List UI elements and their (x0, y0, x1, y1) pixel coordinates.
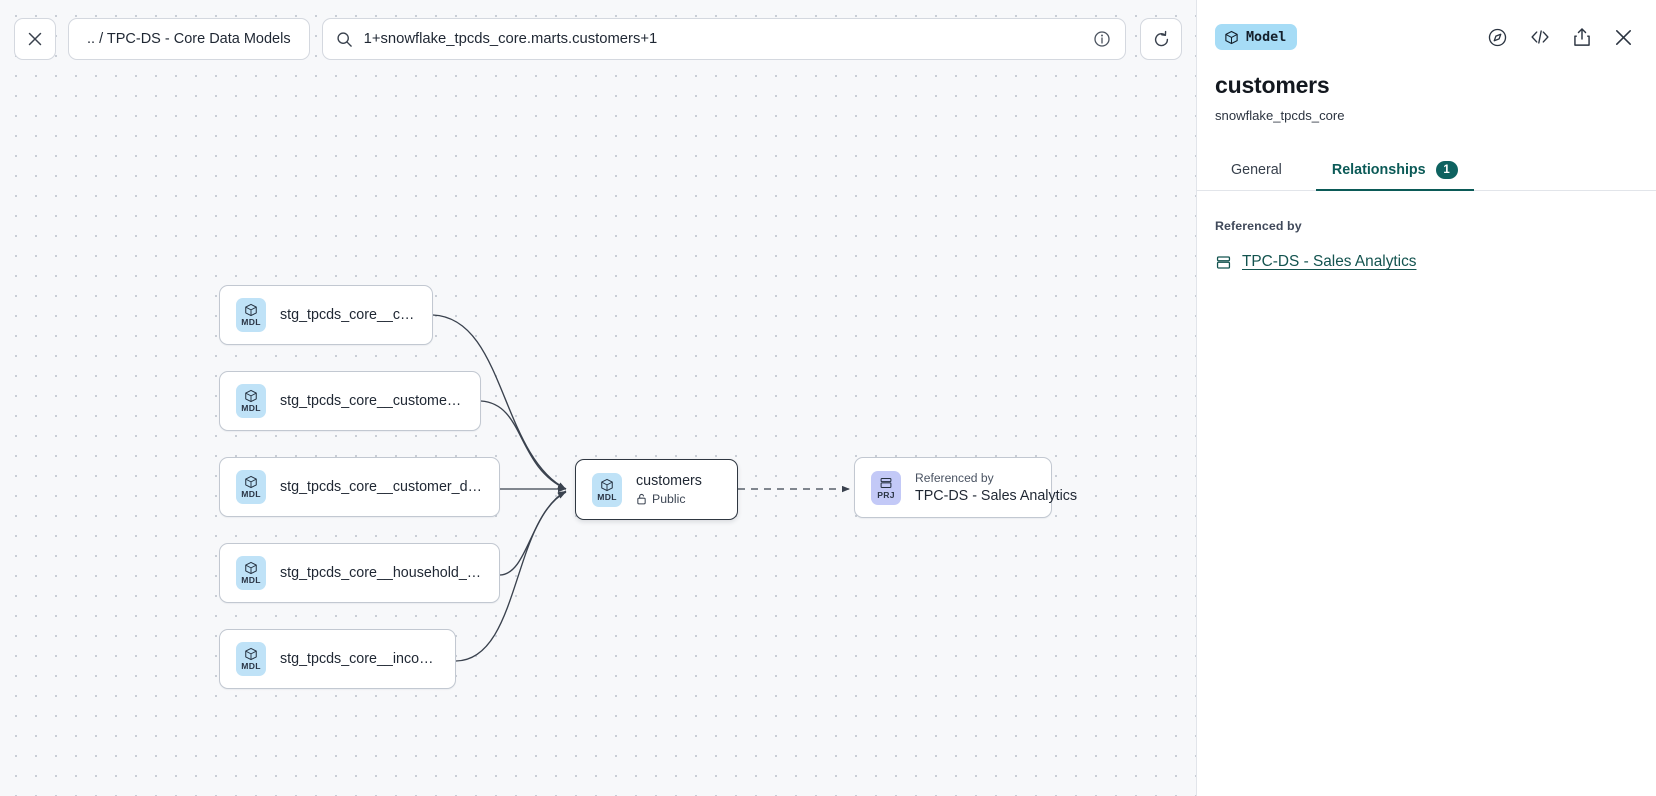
tab-label: General (1231, 162, 1282, 178)
model-type-badge: MDL (236, 384, 266, 418)
model-type-badge: MDL (592, 472, 622, 507)
close-panel-button[interactable] (1613, 27, 1634, 48)
section-label-referenced-by: Referenced by (1215, 219, 1302, 233)
details-panel: Model (1196, 0, 1656, 796)
model-type-badge: MDL (236, 642, 266, 676)
cube-icon (245, 389, 257, 403)
graph-node-project[interactable]: PRJ Referenced by TPC-DS - Sales Analyti… (854, 457, 1078, 518)
panel-body: Referenced by TPC-DS - Sales Analytics (1197, 191, 1656, 271)
graph-node[interactable]: MDL stg_tpcds_core__customer (219, 285, 433, 345)
explore-compass-icon (1488, 28, 1507, 46)
kind-badge: Model (1215, 24, 1298, 50)
model-type-badge: MDL (236, 556, 266, 590)
access-label: Public (652, 492, 686, 506)
cube-icon (245, 475, 257, 489)
cube-icon (601, 478, 613, 491)
share-upload-icon (1574, 27, 1590, 46)
page-title: customers (1215, 72, 1330, 98)
project-stack-icon (880, 477, 892, 488)
node-text-stack: Referenced by TPC-DS - Sales Analytics (915, 471, 1078, 504)
code-button[interactable] (1529, 27, 1551, 47)
badge-text: MDL (241, 489, 261, 499)
breadcrumb[interactable]: .. / TPC-DS - Core Data Models (68, 18, 310, 60)
tab-label: Relationships (1331, 162, 1426, 178)
badge-text: MDL (241, 661, 261, 671)
cube-icon (245, 647, 257, 661)
badge-text: MDL (241, 403, 261, 413)
search-icon (337, 31, 352, 47)
reference-link[interactable]: TPC-DS - Sales Analytics (1242, 253, 1417, 270)
graph-node-title: TPC-DS - Sales Analytics (915, 488, 1078, 504)
panel-actions (1487, 27, 1634, 48)
explore-button[interactable] (1487, 27, 1508, 48)
close-x-icon (28, 32, 42, 46)
cube-icon (245, 303, 257, 317)
refresh-icon (1154, 30, 1168, 46)
lineage-toolbar: .. / TPC-DS - Core Data Models 1+snowfla… (0, 0, 1196, 78)
tab-general[interactable]: General (1215, 151, 1298, 191)
lineage-canvas[interactable]: .. / TPC-DS - Core Data Models 1+snowfla… (0, 0, 1196, 796)
graph-node[interactable]: MDL stg_tpcds_core__income_band (219, 629, 456, 689)
model-type-badge: MDL (236, 470, 266, 504)
node-text-stack: customers Public (636, 473, 702, 506)
project-type-badge: PRJ (871, 470, 901, 505)
graph-node-label: stg_tpcds_core__income_band (280, 651, 439, 667)
reference-item[interactable]: TPC-DS - Sales Analytics (1215, 253, 1638, 271)
panel-subtitle: snowflake_tpcds_core (1215, 108, 1345, 123)
graph-node-title: customers (636, 473, 702, 489)
graph-node[interactable]: MDL stg_tpcds_core__household_demogr… (219, 543, 500, 603)
badge-text: MDL (597, 491, 617, 502)
refresh-button[interactable] (1140, 18, 1182, 60)
kind-badge-label: Model (1246, 29, 1287, 45)
badge-text: PRJ (877, 489, 895, 500)
graph-node-selected[interactable]: MDL customers Public (575, 459, 738, 520)
unlock-icon (637, 493, 646, 505)
lineage-search-box[interactable]: 1+snowflake_tpcds_core.marts.customers+1 (321, 18, 1126, 60)
model-type-badge: MDL (236, 298, 266, 332)
graph-node-relation: Referenced by (915, 471, 994, 485)
tab-count-badge: 1 (1435, 161, 1458, 179)
tab-relationships[interactable]: Relationships 1 (1315, 151, 1474, 191)
info-circle-icon[interactable] (1093, 30, 1111, 48)
project-stack-icon (1216, 255, 1231, 269)
badge-text: MDL (241, 575, 261, 585)
graph-node[interactable]: MDL stg_tpcds_core__customer_address (219, 371, 481, 431)
share-button[interactable] (1572, 27, 1592, 48)
cube-icon (245, 561, 257, 575)
graph-node-label: stg_tpcds_core__customer_demogra… (280, 479, 483, 495)
code-icon (1531, 30, 1549, 44)
graph-node-label: stg_tpcds_core__household_demogr… (280, 565, 483, 581)
close-x-icon (1615, 29, 1632, 45)
lineage-edges (432, 314, 850, 662)
close-graph-button[interactable] (14, 18, 56, 60)
panel-header: Model (1197, 0, 1656, 58)
graph-node-label: stg_tpcds_core__customer_address (280, 393, 464, 409)
graph-node[interactable]: MDL stg_tpcds_core__customer_demogra… (219, 457, 500, 517)
graph-node-label: stg_tpcds_core__customer (280, 307, 416, 323)
badge-text: MDL (241, 317, 261, 327)
panel-tabs: General Relationships 1 (1197, 151, 1656, 191)
cube-icon (1225, 30, 1238, 44)
graph-node-access: Public (636, 492, 702, 506)
breadcrumb-label: .. / TPC-DS - Core Data Models (87, 31, 291, 47)
panel-heading: customers snowflake_tpcds_core (1197, 58, 1656, 123)
search-input[interactable]: 1+snowflake_tpcds_core.marts.customers+1 (363, 31, 658, 47)
